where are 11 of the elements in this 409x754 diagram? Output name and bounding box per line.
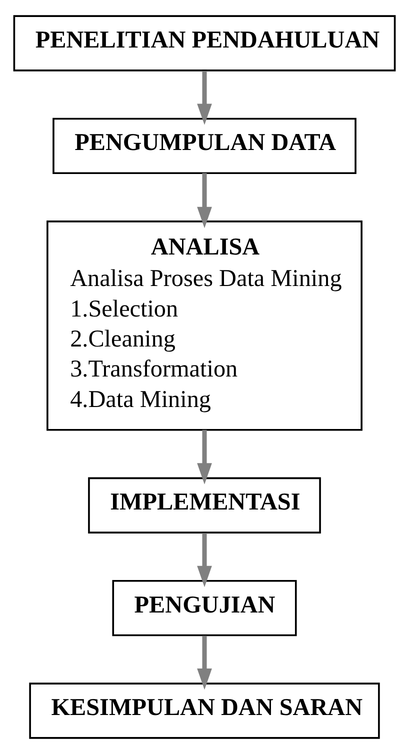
arrow xyxy=(197,430,212,484)
node-box: PENGUMPULAN DATA xyxy=(52,118,356,174)
node-box: PENELITIAN PENDAHULUAN xyxy=(13,15,396,72)
node-box: ANALISA Analisa Proses Data Mining 1.Selection 2.Cleaning 3.Transformation 4.Data Mining xyxy=(46,220,362,431)
node-box: PENGUJIAN xyxy=(112,580,297,636)
arrow xyxy=(197,70,212,125)
arrow xyxy=(197,173,212,228)
arrow xyxy=(197,636,212,690)
node-box: KESIMPULAN DAN SARAN xyxy=(29,682,380,739)
arrow xyxy=(197,533,212,588)
node-box: IMPLEMENTASI xyxy=(88,477,321,534)
